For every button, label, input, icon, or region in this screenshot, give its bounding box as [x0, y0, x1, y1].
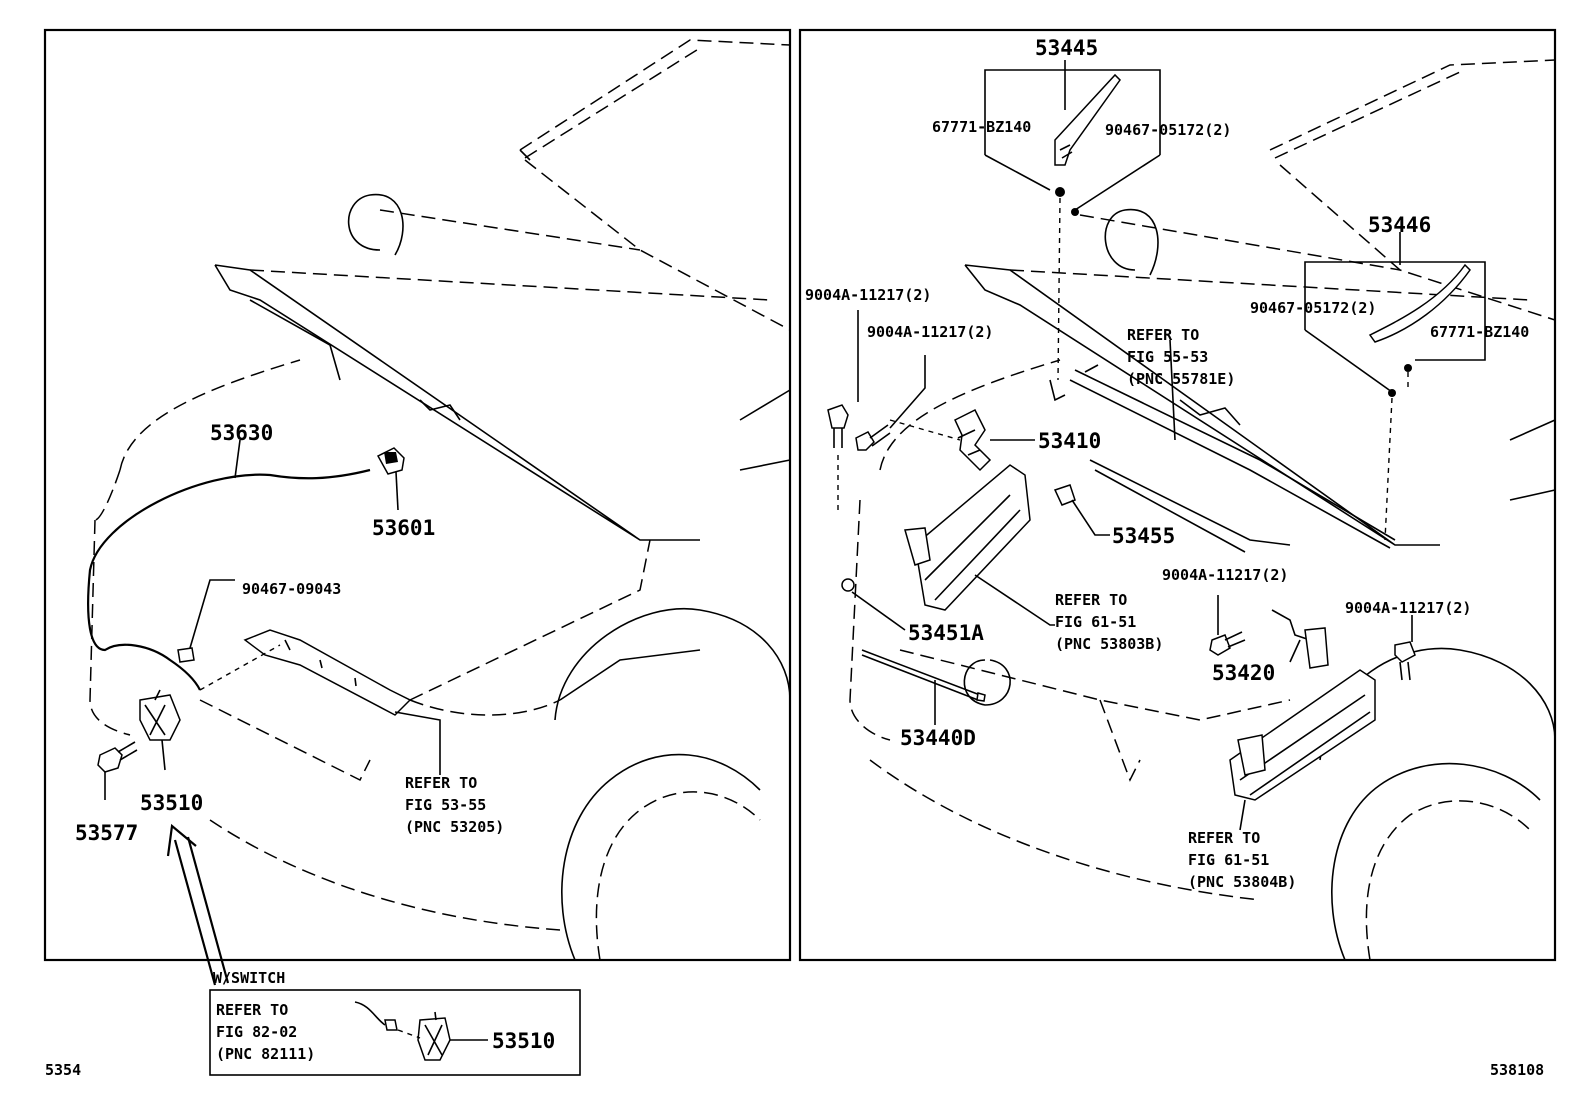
switch-lock-part: [354, 1001, 488, 1061]
label-ref-apron-lh-1: REFER TO: [1055, 591, 1127, 609]
page-code-left: 5354: [45, 1061, 81, 1079]
support-rod-part: [861, 649, 986, 725]
clip-part: [177, 579, 235, 663]
label-seal-lh: 53445: [1035, 36, 1098, 60]
label-ref-radiator-3: (PNC 53205): [405, 818, 504, 836]
page-code-right: 538108: [1490, 1061, 1544, 1079]
label-ref-hood-1: REFER TO: [1127, 326, 1199, 344]
label-w-switch: W/SWITCH: [213, 969, 285, 987]
hinge-lh-part: [954, 408, 1035, 472]
label-seal-rh-number: 67771-BZ140: [1430, 323, 1529, 341]
label-ref-apron-lh-2: FIG 61-51: [1055, 613, 1136, 631]
label-seal-lh-clip: 90467-05172(2): [1105, 121, 1231, 139]
label-ref-switch-3: (PNC 82111): [216, 1045, 315, 1063]
label-bracket: 53451A: [908, 621, 984, 645]
label-bolt-4: 9004A-11217(2): [1345, 599, 1471, 617]
label-ref-radiator-2: FIG 53-55: [405, 796, 486, 814]
label-ref-switch-2: FIG 82-02: [216, 1023, 297, 1041]
hood-seal-strip: [1049, 339, 1396, 553]
label-ref-apron-rh-3: (PNC 53804B): [1188, 873, 1296, 891]
seal-lh-part: [984, 60, 1161, 381]
w-switch-arrow: [166, 823, 230, 986]
label-clip: 90467-09043: [242, 580, 341, 598]
radiator-support-part: [199, 629, 441, 775]
apron-bracket-lh-part: [841, 464, 1055, 631]
label-hinge-rh: 53420: [1212, 661, 1275, 685]
hood-lock-part: [139, 689, 181, 771]
label-bolt-2: 9004A-11217(2): [867, 323, 993, 341]
switch-box-frame: [209, 989, 581, 1076]
hinge-rh-part: [1271, 609, 1329, 669]
cushion-part: [1053, 484, 1110, 536]
label-lock-bolt: 53577: [75, 821, 138, 845]
hood-release-cable: [87, 439, 371, 691]
label-seal-rh: 53446: [1368, 213, 1431, 237]
label-ref-apron-lh-3: (PNC 53803B): [1055, 635, 1163, 653]
right-panel-frame: [798, 28, 1557, 962]
hood-bolts-lh: [827, 310, 961, 510]
label-bolt-3: 9004A-11217(2): [1162, 566, 1288, 584]
label-ref-apron-rh-1: REFER TO: [1188, 829, 1260, 847]
label-ref-hood-2: FIG 55-53: [1127, 348, 1208, 366]
label-seal-rh-clip: 90467-05172(2): [1250, 299, 1376, 317]
label-ref-switch-1: REFER TO: [216, 1001, 288, 1019]
right-vehicle-outline: [849, 59, 1556, 961]
label-ref-hood-3: (PNC 55781E): [1127, 370, 1235, 388]
label-support-rod: 53440D: [900, 726, 976, 750]
lock-bolt-part: [97, 741, 138, 800]
ref-hood-leader: [1084, 364, 1099, 373]
label-hood-lock: 53510: [140, 791, 203, 815]
label-bolt-1: 9004A-11217(2): [805, 286, 931, 304]
seal-rh-part: [1304, 232, 1486, 541]
label-hood-release-cable: 53630: [210, 421, 273, 445]
label-cushion: 53455: [1112, 524, 1175, 548]
label-ref-apron-rh-2: FIG 61-51: [1188, 851, 1269, 869]
grommet-part: [376, 447, 405, 511]
label-grommet: 53601: [372, 516, 435, 540]
label-ref-radiator-1: REFER TO: [405, 774, 477, 792]
label-seal-lh-number: 67771-BZ140: [932, 118, 1031, 136]
apron-bracket-rh-part: [1229, 669, 1376, 831]
label-switch-lock: 53510: [492, 1029, 555, 1053]
hood-bolts-rh: [1209, 595, 1416, 681]
left-vehicle-outline: [89, 39, 791, 961]
left-panel-frame: [43, 28, 792, 962]
label-hinge-lh: 53410: [1038, 429, 1101, 453]
